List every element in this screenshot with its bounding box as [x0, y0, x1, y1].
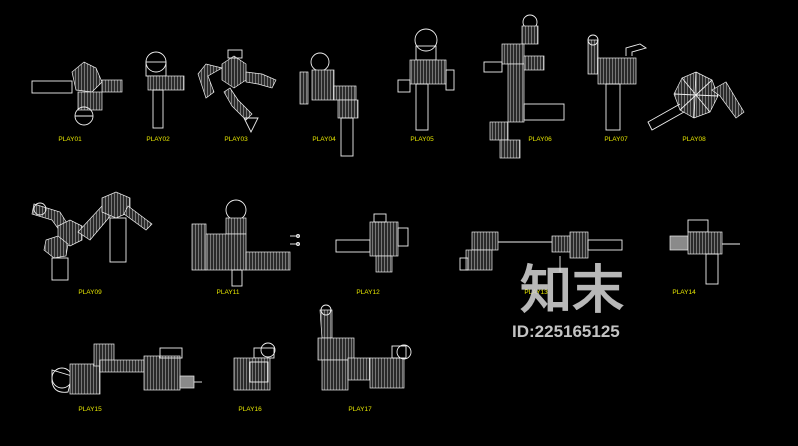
label-play02: PLAY02	[146, 136, 170, 143]
label-play08: PLAY08	[682, 136, 706, 143]
label-play07: PLAY07	[604, 136, 628, 143]
label-play12: PLAY12	[356, 289, 380, 296]
label-play17: PLAY17	[348, 406, 372, 413]
play02-unit	[145, 51, 185, 129]
play07-unit	[587, 34, 648, 131]
play15-unit	[51, 343, 202, 395]
label-play06: PLAY06	[528, 136, 552, 143]
play14-unit	[669, 219, 740, 285]
label-play04: PLAY04	[312, 136, 336, 143]
play11-unit	[191, 199, 300, 287]
play13-unit	[459, 231, 623, 272]
watermark: 知末 ID:225165125	[512, 261, 624, 341]
play17-unit	[317, 304, 412, 391]
play09-unit	[31, 191, 153, 281]
play01-unit	[31, 61, 123, 126]
label-play15: PLAY15	[78, 406, 102, 413]
play16-unit	[233, 342, 276, 391]
play05-unit	[397, 28, 455, 131]
label-play03: PLAY03	[224, 136, 248, 143]
play08-unit	[647, 71, 745, 131]
watermark-id: ID:225165125	[512, 322, 620, 341]
label-play09: PLAY09	[78, 289, 102, 296]
play03-unit	[197, 49, 277, 134]
label-play01: PLAY01	[58, 136, 82, 143]
label-play05: PLAY05	[410, 136, 434, 143]
watermark-logo-text: 知末	[520, 261, 624, 321]
play06-unit	[483, 14, 565, 159]
label-play13: PLAY13	[524, 289, 548, 296]
label-play11: PLAY11	[217, 289, 240, 296]
label-play14: PLAY14	[672, 289, 696, 296]
play12-unit	[335, 213, 409, 273]
play04-unit	[299, 52, 359, 157]
label-play16: PLAY16	[238, 406, 262, 413]
